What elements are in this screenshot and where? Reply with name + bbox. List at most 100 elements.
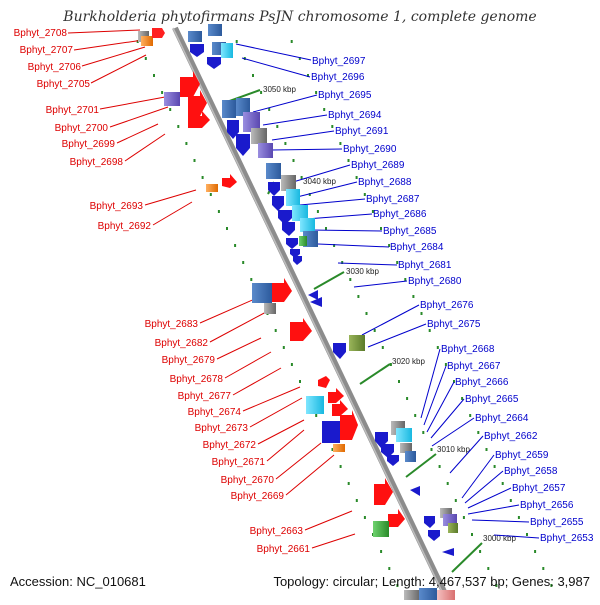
- strand-guide-dot: [446, 482, 449, 485]
- gene-box-bottom-3: [437, 590, 455, 602]
- label-2697[interactable]: Bphyt_2697: [312, 56, 366, 67]
- reverse-gene-labels: Bphyt_2708 Bphyt_2707 Bphyt_2706 Bphyt_2…: [14, 28, 311, 555]
- connector-2668: [420, 348, 441, 419]
- strand-guide-dot: [355, 499, 358, 502]
- connector-2669: [285, 454, 335, 496]
- label-2685[interactable]: Bphyt_2685: [383, 226, 437, 237]
- label-2701[interactable]: Bphyt_2701: [46, 105, 100, 116]
- label-2692[interactable]: Bphyt_2692: [98, 221, 152, 232]
- label-2693[interactable]: Bphyt_2693: [90, 201, 144, 212]
- label-2686[interactable]: Bphyt_2686: [373, 209, 427, 220]
- label-2683[interactable]: Bphyt_2683: [145, 319, 199, 330]
- label-2698[interactable]: Bphyt_2698: [70, 157, 124, 168]
- label-2681[interactable]: Bphyt_2681: [398, 260, 452, 271]
- label-2658[interactable]: Bphyt_2658: [504, 466, 558, 477]
- label-2707[interactable]: Bphyt_2707: [20, 45, 74, 56]
- connector-2662: [449, 435, 484, 474]
- label-2682[interactable]: Bphyt_2682: [155, 338, 209, 349]
- label-2705[interactable]: Bphyt_2705: [37, 79, 91, 90]
- label-2674[interactable]: Bphyt_2674: [188, 407, 242, 418]
- label-2680[interactable]: Bphyt_2680: [408, 276, 462, 287]
- gene-arrow-2692: [222, 174, 237, 188]
- gene-arrow-2687: [272, 196, 284, 211]
- label-2676[interactable]: Bphyt_2676: [420, 300, 474, 311]
- gene-box-2656: [448, 523, 458, 533]
- connector-2689: [292, 164, 351, 183]
- gene-box-2701: [164, 92, 180, 106]
- label-2700[interactable]: Bphyt_2700: [55, 123, 109, 134]
- connector-2697: [235, 43, 312, 61]
- kbp-label-3000: 3000 kbp: [483, 534, 516, 543]
- strand-guide-dot: [268, 108, 271, 111]
- label-2706[interactable]: Bphyt_2706: [28, 62, 82, 73]
- gene-arrow-2659: [410, 486, 420, 496]
- label-2657[interactable]: Bphyt_2657: [512, 483, 566, 494]
- label-2689[interactable]: Bphyt_2689: [351, 160, 405, 171]
- strand-guide-dot: [323, 108, 326, 111]
- gene-box-2682: [264, 303, 276, 314]
- label-2678[interactable]: Bphyt_2678: [170, 374, 224, 385]
- label-2664[interactable]: Bphyt_2664: [475, 413, 529, 424]
- label-2671[interactable]: Bphyt_2671: [212, 457, 266, 468]
- strand-guide-dot: [454, 499, 457, 502]
- label-2699[interactable]: Bphyt_2699: [62, 139, 116, 150]
- label-2659[interactable]: Bphyt_2659: [495, 450, 549, 461]
- strand-guide-dot: [226, 227, 228, 230]
- label-2672[interactable]: Bphyt_2672: [203, 440, 257, 451]
- gene-box-bottom-1: [404, 590, 420, 602]
- connector-2653: [493, 534, 540, 539]
- label-2669[interactable]: Bphyt_2669: [231, 491, 285, 502]
- label-2667[interactable]: Bphyt_2667: [447, 361, 501, 372]
- label-2684[interactable]: Bphyt_2684: [390, 242, 444, 253]
- label-2653[interactable]: Bphyt_2653: [540, 533, 594, 544]
- connector-2707: [73, 39, 144, 51]
- gene-box-2669: [333, 444, 345, 452]
- label-2690[interactable]: Bphyt_2690: [343, 144, 397, 155]
- label-2695[interactable]: Bphyt_2695: [318, 90, 372, 101]
- label-2670[interactable]: Bphyt_2670: [221, 475, 275, 486]
- strand-guide-dot: [201, 176, 204, 179]
- strand-guide-dot: [550, 584, 553, 587]
- gene-box-2695: [243, 112, 260, 132]
- strand-guide-dot: [284, 142, 287, 145]
- label-2673[interactable]: Bphyt_2673: [195, 423, 249, 434]
- connector-2685: [309, 229, 383, 232]
- connector-2659: [461, 454, 495, 499]
- label-2661[interactable]: Bphyt_2661: [257, 544, 311, 555]
- label-2708[interactable]: Bphyt_2708: [14, 28, 68, 39]
- label-2656[interactable]: Bphyt_2656: [520, 500, 574, 511]
- gene-arrow-2689: [268, 182, 280, 196]
- label-2675[interactable]: Bphyt_2675: [427, 319, 481, 330]
- kbp-label-3010: 3010 kbp: [437, 445, 470, 454]
- label-2663[interactable]: Bphyt_2663: [250, 526, 304, 537]
- label-2677[interactable]: Bphyt_2677: [178, 391, 232, 402]
- connector-2670: [275, 442, 322, 480]
- strand-guide-dot: [307, 74, 309, 77]
- strand-guide-dot: [363, 193, 366, 196]
- gene-arrow-2684: [286, 238, 298, 249]
- label-2694[interactable]: Bphyt_2694: [328, 110, 382, 121]
- strand-guide-dot: [388, 567, 391, 570]
- label-2691[interactable]: Bphyt_2691: [335, 126, 389, 137]
- label-2679[interactable]: Bphyt_2679: [162, 355, 216, 366]
- connector-2655: [471, 519, 530, 523]
- gene-arrow-2675: [333, 343, 346, 359]
- label-2696[interactable]: Bphyt_2696: [311, 72, 365, 83]
- label-2655[interactable]: Bphyt_2655: [530, 517, 584, 528]
- kbp-label-3020: 3020 kbp: [392, 357, 425, 366]
- accession-text: Accession: NC_010681: [10, 574, 146, 589]
- label-2687[interactable]: Bphyt_2687: [366, 194, 420, 205]
- connector-2683: [199, 297, 258, 324]
- label-2688[interactable]: Bphyt_2688: [358, 177, 412, 188]
- connector-2661: [311, 533, 356, 549]
- gene-box-2683: [252, 283, 272, 303]
- label-2666[interactable]: Bphyt_2666: [455, 377, 509, 388]
- strand-guide-dot: [316, 210, 319, 213]
- strand-guide-dot: [430, 448, 433, 451]
- label-2662[interactable]: Bphyt_2662: [484, 431, 538, 442]
- label-2668[interactable]: Bphyt_2668: [441, 344, 495, 355]
- kbp-tick-3030: [313, 271, 345, 290]
- strand-guide-dot: [250, 278, 253, 281]
- gene-arrow-2685: [282, 222, 295, 236]
- label-2665[interactable]: Bphyt_2665: [465, 394, 519, 405]
